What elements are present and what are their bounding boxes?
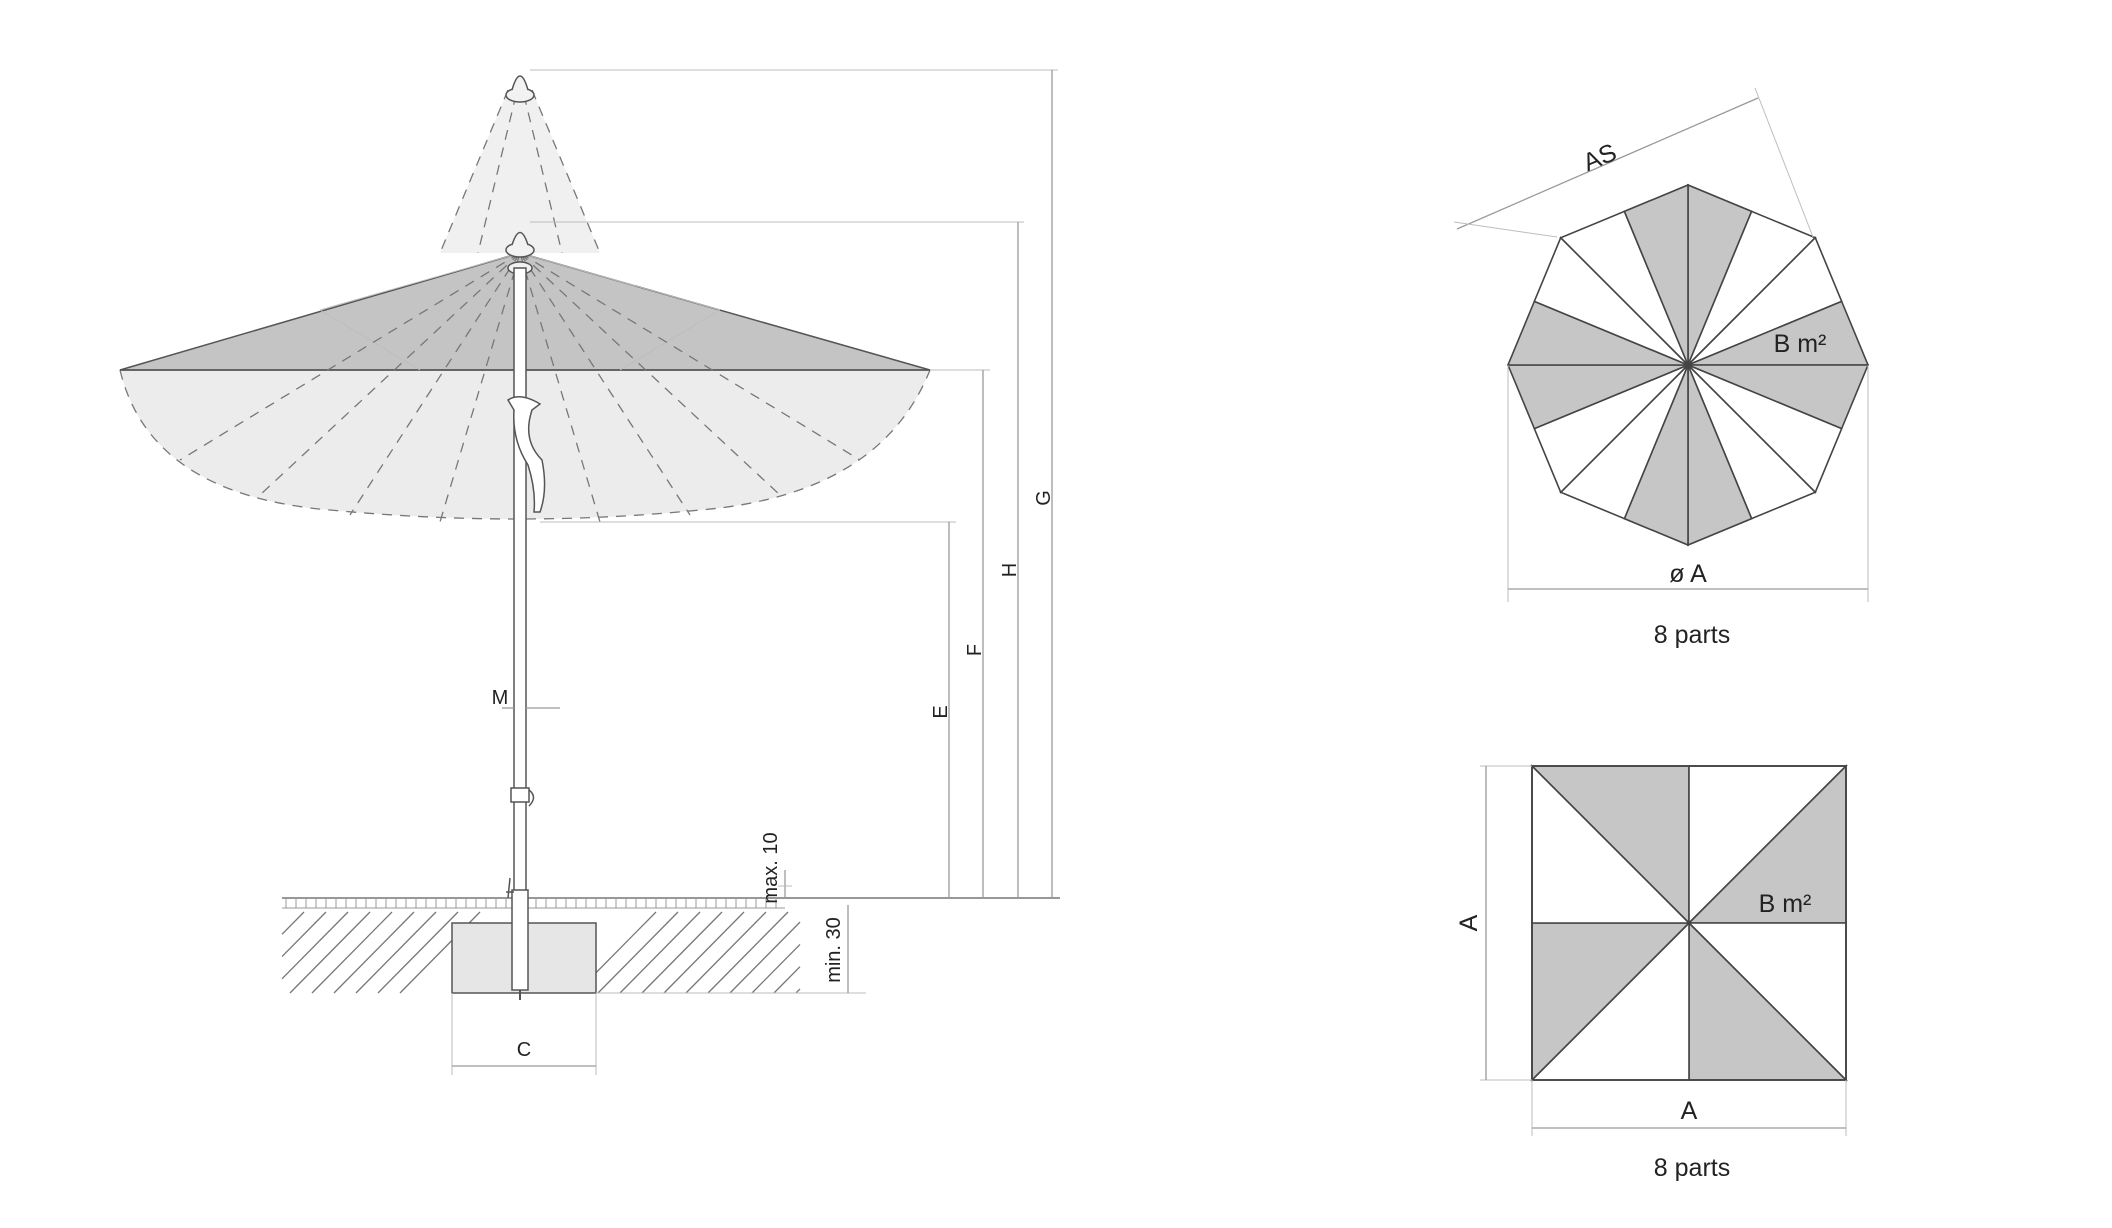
canopy-rib-1 [319,252,521,311]
hatch-line [619,911,701,994]
dimension-min: min. 30 [596,905,866,994]
ground-sleeve [511,889,529,991]
square-view: A A B m² 8 parts [1455,764,1848,1182]
label-c: C [517,1039,531,1061]
label-max: max. 10 [760,832,782,903]
top-cap-open [511,231,529,246]
hatch-line [663,911,745,994]
ground-anchor [506,877,514,899]
hatch-line [311,911,393,994]
hatch-line [333,911,415,994]
label-diameter: ø A [1669,560,1707,588]
label-square-side-left: A [1455,914,1483,931]
pole [513,267,527,969]
hatch-line [597,911,679,994]
as-dimension-line [1456,97,1759,230]
hatch-line [281,911,327,958]
label-h: H [999,563,1021,577]
as-extension-1 [1453,221,1558,238]
pole-clip [510,787,530,803]
hatch-line [751,943,801,994]
canopy-rib-4 [619,309,721,371]
dimension-max: max. 10 [760,832,792,904]
paving-joints [285,898,777,908]
label-square-area: B m² [1759,890,1812,918]
label-min: min. 30 [823,917,845,983]
square-outline [1531,765,1847,1081]
soil-hatching [281,911,801,994]
closed-rib-mid-left [477,94,517,254]
hatch-line [281,911,349,980]
top-cap-closed [511,75,529,91]
label-octagon-area: B m² [1774,330,1827,358]
hatch-line [685,911,767,994]
octagon-segment [1623,183,1689,366]
open-canopy-ribs [179,252,861,523]
crank-handle [506,396,546,513]
closed-rib-mid-right [523,94,563,254]
hatch-line [355,911,437,994]
label-square-side-bottom: A [1681,1097,1698,1125]
label-g: G [1033,490,1055,506]
label-m: M [492,687,509,709]
label-as: AS [1579,138,1621,177]
dimension-h: H [530,221,1024,898]
dimension-f: F [930,369,990,898]
label-f: F [964,644,986,656]
closed-rib-left [439,89,509,254]
dimension-m: M [492,687,560,709]
hatch-line [289,911,371,994]
square-caption: 8 parts [1654,1154,1730,1182]
top-finial-closed [505,87,535,103]
dimension-g: G [530,69,1058,898]
dimension-e: E [540,521,956,898]
hatch-line [641,911,723,994]
hatch-line [377,911,459,994]
hatch-line [773,966,801,994]
label-e: E [930,705,952,718]
hatch-line [729,921,801,994]
octagon-canopy [1506,183,1870,547]
canopy-rib-3 [319,309,421,371]
square-canopy [1530,764,1848,1082]
hatch-line [281,911,305,935]
top-finial-open [505,242,535,258]
canopy-closed-ghost [440,90,600,253]
as-extension-2 [1754,87,1814,238]
side-view: G H F E M max. 10 mi [119,69,1060,1075]
closed-rib-right [531,89,601,254]
hatch-line [795,988,801,994]
hatch-line [707,911,789,994]
canopy-rib-2 [519,252,721,311]
octagon-view: AS B m² ø A 8 parts [1453,87,1870,649]
octagon-caption: 8 parts [1654,621,1730,649]
dimension-c: C [451,993,597,1075]
pole-clip-hook [528,789,535,807]
